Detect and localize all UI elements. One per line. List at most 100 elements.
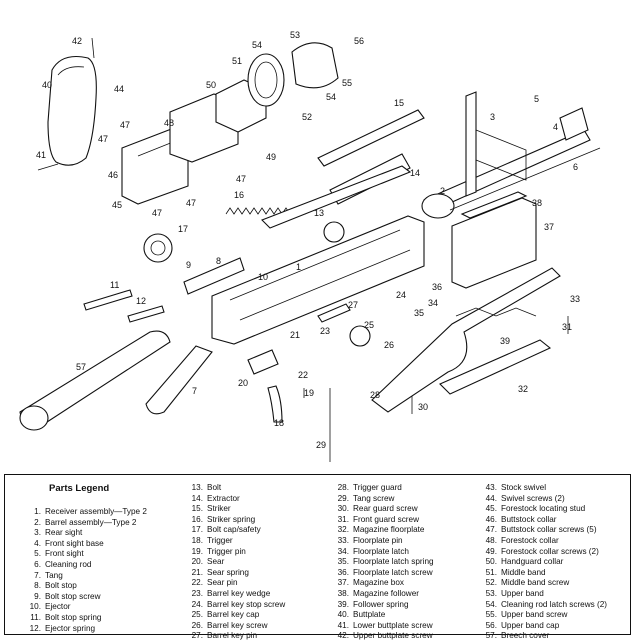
legend-item: 10.Ejector: [19, 602, 147, 613]
callout-28: 28: [370, 390, 380, 400]
legend-item-number: 30.: [337, 504, 349, 514]
legend-item: 38.Magazine follower: [327, 589, 434, 600]
legend-item-number: 11.: [30, 612, 41, 622]
striker-drawing: [317, 109, 425, 167]
magazine-follower-drawing: [460, 191, 528, 219]
callout-7: 7: [192, 386, 197, 396]
legend-item-number: 55.: [485, 610, 497, 620]
callout-33: 33: [570, 294, 580, 304]
legend-item: 47. Buttstock collar screws (5): [475, 525, 607, 536]
legend-item-number: 42.: [337, 631, 349, 641]
callout-47e: 47: [236, 174, 246, 184]
legend-title: Parts Legend: [49, 483, 110, 494]
legend-item: 32.Magazine floorplate: [327, 525, 434, 536]
legend-item-label: Lower buttplate screw: [353, 620, 433, 630]
legend-item-number: 33.: [337, 535, 349, 545]
legend-item-number: 15.: [191, 504, 203, 514]
legend-item-label: Cleaning rod latch screws (2): [501, 599, 608, 609]
legend-item: 41.Lower buttplate screw: [327, 621, 434, 632]
legend-item-label: Buttstock collar: [501, 514, 557, 524]
legend-item-number: 38.: [337, 588, 349, 598]
callout-54a: 54: [252, 40, 262, 50]
legend-item-number: 17.: [191, 525, 203, 535]
legend-item-number: 39.: [337, 599, 349, 609]
legend-item: 35.Floorplate latch spring: [327, 557, 434, 568]
legend-item-number: 51.: [485, 567, 497, 577]
legend-item-label: Upper buttplate screw: [353, 631, 433, 641]
legend-item-label: Stock swivel: [501, 483, 547, 492]
legend-item-label: Floorplate latch screw: [353, 567, 433, 577]
legend-item-label: Barrel key screw: [207, 620, 268, 630]
legend-item-label: Floorplate latch: [353, 546, 409, 556]
callout-46: 46: [108, 170, 118, 180]
legend-item-label: Floorplate latch spring: [353, 557, 434, 567]
callout-10: 10: [258, 272, 268, 282]
legend-item-label: Bolt: [207, 483, 222, 492]
legend-item-label: Bolt stop: [45, 581, 77, 591]
legend-item: 44.Swivel screws (2): [475, 494, 607, 505]
callout-13: 13: [314, 208, 324, 218]
legend-column-4: 43. Stock swivel 44.Swivel screws (2)45.Fo…: [475, 483, 607, 642]
legend-item-number: 34.: [337, 546, 349, 556]
legend-item-number: 14.: [191, 493, 203, 503]
legend-item-label: Upper band: [501, 588, 544, 598]
callout-31: 31: [562, 322, 572, 332]
legend-item: 50.Handguard collar: [475, 557, 607, 568]
middle-band-drawing: [247, 53, 285, 107]
legend-item-number: 8.: [34, 581, 41, 591]
callout-9: 9: [186, 260, 191, 270]
legend-item-label: Bolt stop screw: [45, 591, 101, 601]
upper-band-drawing: [291, 42, 339, 89]
legend-item: 13.Bolt: [181, 483, 285, 494]
callout-38: 38: [532, 198, 542, 208]
legend-item: 17.Bolt cap/safety: [181, 525, 285, 536]
legend-item: 45.Forestock locating stud: [475, 504, 607, 515]
legend-item: 27.Barrel key pin: [181, 631, 285, 642]
legend-item-number: 18.: [191, 535, 203, 545]
callout-8: 8: [216, 256, 221, 266]
legend-item-label: Magazine box: [353, 578, 404, 588]
legend-item-number: 46.: [485, 514, 497, 524]
legend-item: 37. Magazine box: [327, 578, 434, 589]
legend-item: 22.Sear pin: [181, 578, 285, 589]
callout-42: 42: [72, 36, 82, 46]
legend-item: 2.Barrel assembly—Type 2: [19, 518, 147, 529]
legend-item: 42. Upper buttplate screw: [327, 631, 434, 642]
legend-item-number: 47.: [485, 525, 497, 535]
legend-item-label: Buttstock collar screws (5): [501, 525, 597, 535]
callout-27: 27: [348, 300, 358, 310]
legend-item-number: 40.: [337, 610, 349, 620]
callout-47c: 47: [152, 208, 162, 218]
legend-item-number: 25.: [191, 610, 203, 620]
legend-item: 16.Striker spring: [181, 515, 285, 526]
legend-item: 6.Cleaning rod: [19, 560, 147, 571]
legend-item-number: 43.: [485, 483, 497, 492]
legend-item-label: Buttplate: [353, 610, 386, 620]
legend-item-number: 3.: [34, 528, 41, 538]
callout-48: 48: [164, 118, 174, 128]
legend-item-label: Barrel key wedge: [207, 588, 271, 598]
legend-item-label: Handguard collar: [501, 557, 564, 567]
callout-57: 57: [76, 362, 86, 372]
legend-item-number: 37.: [337, 578, 349, 588]
legend-item-number: 26.: [191, 620, 203, 630]
callout-15: 15: [394, 98, 404, 108]
callout-36: 36: [432, 282, 442, 292]
callout-39: 39: [500, 336, 510, 346]
legend-item-label: Front sight base: [45, 538, 104, 548]
callout-34: 34: [428, 298, 438, 308]
legend-item-number: 24.: [191, 599, 203, 609]
legend-item-label: Sear: [207, 557, 225, 567]
callout-45: 45: [112, 200, 122, 210]
legend-item-number: 32.: [337, 525, 349, 535]
legend-item-label: Sear spring: [207, 567, 249, 577]
lower-buttplate-screw-drawing: [37, 163, 59, 171]
legend-item-number: 9.: [34, 591, 41, 601]
legend-item: 7.Tang: [19, 571, 147, 582]
ejector-spring-drawing: [127, 305, 165, 323]
legend-item-number: 20.: [191, 557, 203, 567]
legend-item: 36.Floorplate latch screw: [327, 568, 434, 579]
